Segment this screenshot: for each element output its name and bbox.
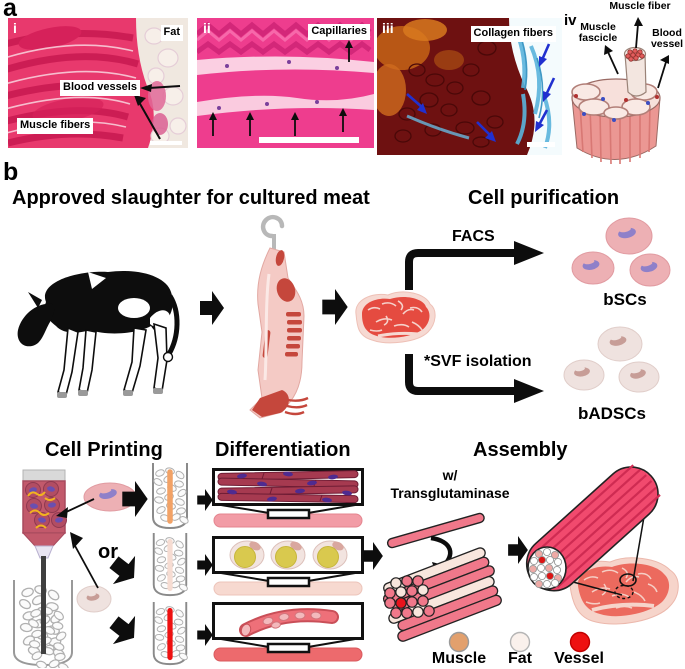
histology-image-iii: iii Collagen fibers: [377, 18, 562, 155]
pointer-badsc-to-cartridge: [70, 532, 99, 589]
differentiation-dish-muscle: [212, 468, 364, 528]
heading-differentiation: Differentiation: [215, 439, 351, 461]
differentiation-dish-vessel: [212, 602, 364, 662]
label-collagen-fibers: Collagen fibers: [470, 26, 556, 42]
arrow-cow-to-carcass: [200, 291, 224, 325]
legend-fat-label: Fat: [508, 650, 532, 667]
image-i-tag: i: [13, 20, 17, 36]
heading-slaughter: Approved slaughter for cultured meat: [12, 187, 370, 209]
arrow-bsc-to-tube: [122, 481, 148, 517]
legend-fat-swatch: [509, 631, 531, 653]
muscle-swatch-circle: [448, 631, 470, 653]
badscs-label: bADSCs: [577, 404, 646, 423]
label-muscle-fiber: Muscle fiber: [609, 0, 671, 12]
printed-tube-fat: [152, 532, 190, 597]
carcass-illustration: [249, 214, 309, 419]
legend-vessel-label: Vessel: [554, 650, 604, 667]
heading-cell-purification: Cell purification: [468, 187, 620, 209]
calf-illustration: [17, 270, 180, 398]
printed-tube-muscle: [152, 463, 190, 530]
printed-tube-vessel: [152, 601, 190, 666]
label-blood-vessel: Blood vessel: [650, 27, 684, 51]
fat-swatch-circle: [509, 631, 531, 653]
legend-muscle-swatch: [448, 631, 470, 653]
label-fat: Fat: [160, 25, 183, 41]
bioink-cartridge: [21, 469, 67, 559]
image-iv-tag: iv: [564, 12, 577, 29]
badsc-cell-input: [76, 585, 112, 613]
steak-illustration: [355, 291, 436, 344]
histology-image-i: i Fat Blood vessels Muscle fibers: [8, 18, 188, 148]
final-steak-illustration: [569, 557, 679, 625]
legend-vessel-swatch: [569, 631, 591, 653]
svf-arrow: [405, 354, 544, 403]
image-iii-tag: iii: [382, 20, 394, 36]
muscle-anatomy-art: [571, 17, 669, 165]
heading-cell-printing: Cell Printing: [45, 439, 163, 461]
printer-needle: [41, 556, 46, 654]
tg-prefix-label: w/: [442, 467, 458, 483]
heading-assembly: Assembly: [473, 439, 568, 461]
fiber-bundle: [382, 512, 502, 642]
facs-label: FACS: [452, 228, 495, 245]
panel-a-label: a: [3, 0, 17, 22]
muscle-anatomy-diagram: iv Muscle fiber Muscle fascicle Blood ve…: [556, 0, 685, 172]
badsc-cells: [563, 326, 660, 393]
panel-b-label: b: [3, 158, 19, 186]
arrow-carcass-to-steak: [322, 289, 348, 325]
pointer-bsc-to-cartridge: [56, 498, 95, 518]
legend-muscle-label: Muscle: [431, 650, 487, 667]
differentiation-dish-fat: [212, 536, 364, 596]
histology-image-ii: ii Capillaries: [197, 18, 374, 148]
image-ii-tag: ii: [203, 20, 211, 36]
label-blood-vessels: Blood vessels: [60, 80, 140, 96]
facs-arrow: [405, 241, 544, 290]
or-label: or: [98, 541, 118, 563]
label-muscle-fibers: Muscle fibers: [17, 118, 94, 134]
label-muscle-fascicle: Muscle fascicle: [578, 21, 618, 45]
label-capillaries: Capillaries: [308, 24, 370, 40]
vessel-swatch-circle: [569, 631, 591, 653]
bscs-label: bSCs: [603, 290, 647, 309]
bsc-cells: [571, 217, 671, 287]
assembled-meat-cylinder: [525, 464, 661, 592]
svf-isolation-label: *SVF isolation: [424, 353, 532, 370]
transglutaminase-label: Transglutaminase: [390, 485, 510, 501]
